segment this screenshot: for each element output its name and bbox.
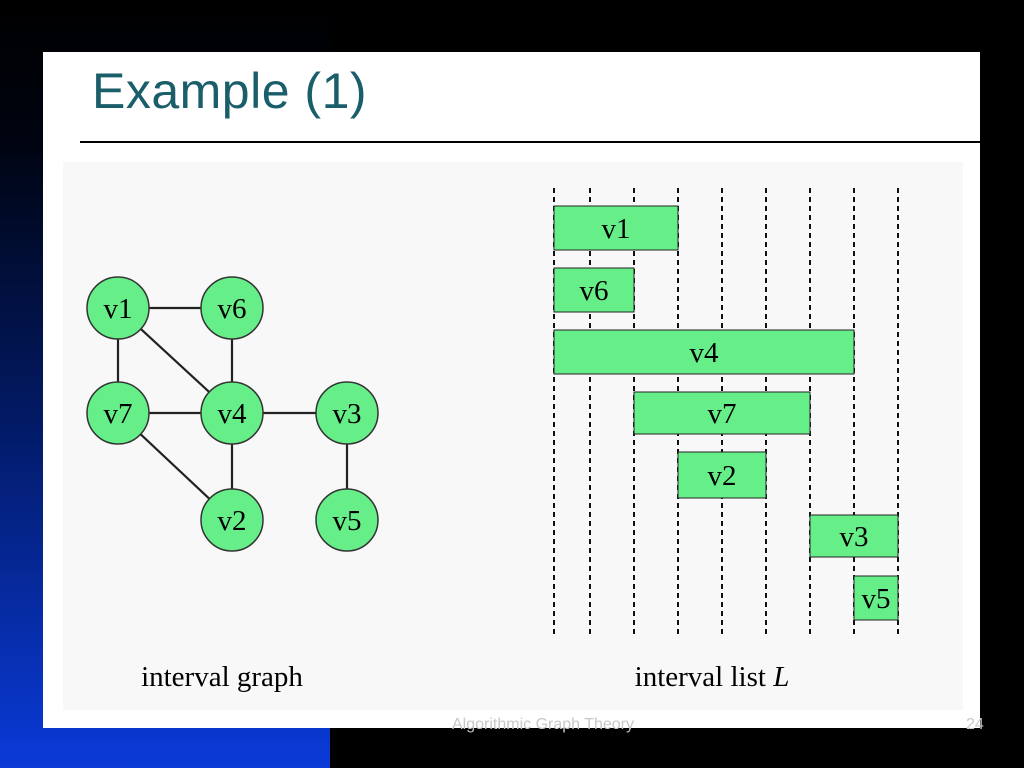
graph-node-v4: v4	[200, 381, 264, 445]
interval-v7: v7	[633, 391, 811, 435]
interval-graph: v1 v6 v7 v4 v3 v2 v5 interval graph	[86, 276, 379, 693]
graph-node-circle	[86, 276, 150, 340]
interval-list-caption-symbol: L	[772, 661, 789, 693]
interval-label: v4	[690, 337, 720, 369]
slide-title: Example (1)	[92, 63, 368, 119]
interval-bar	[553, 329, 855, 375]
graph-node-label: v5	[333, 505, 362, 537]
graph-node-v2: v2	[200, 488, 264, 552]
interval-v5: v5	[853, 575, 899, 621]
interval-bar	[853, 575, 899, 621]
title-divider	[80, 141, 980, 143]
interval-bar	[553, 205, 679, 251]
interval-v2: v2	[677, 451, 767, 499]
interval-label: v2	[708, 460, 737, 492]
graph-node-v5: v5	[315, 488, 379, 552]
interval-label: v5	[862, 583, 891, 615]
graph-node-label: v7	[104, 398, 133, 430]
interval-v6: v6	[553, 267, 635, 313]
interval-bar	[633, 391, 811, 435]
interval-v3: v3	[809, 514, 899, 558]
graph-node-label: v4	[218, 398, 248, 430]
graph-node-circle	[200, 381, 264, 445]
interval-bar	[809, 514, 899, 558]
graph-node-v1: v1	[86, 276, 150, 340]
interval-list-caption: interval list L	[635, 661, 790, 693]
graph-node-circle	[86, 381, 150, 445]
interval-label: v3	[840, 521, 869, 553]
interval-v1: v1	[553, 205, 679, 251]
graph-node-circle	[200, 276, 264, 340]
graph-node-v6: v6	[200, 276, 264, 340]
interval-bars: v1 v6 v4 v7 v2 v3 v5	[553, 205, 899, 621]
interval-bar	[677, 451, 767, 499]
graph-node-circle	[200, 488, 264, 552]
page-number: 24	[966, 716, 984, 733]
interval-v4: v4	[553, 329, 855, 375]
graph-node-label: v3	[333, 398, 362, 430]
interval-label: v6	[580, 275, 609, 307]
graph-node-v7: v7	[86, 381, 150, 445]
interval-graph-caption: interval graph	[141, 661, 303, 693]
graph-nodes: v1 v6 v7 v4 v3 v2 v5	[86, 276, 379, 552]
interval-label: v7	[708, 398, 737, 430]
graph-node-circle	[315, 488, 379, 552]
graph-node-label: v1	[104, 293, 133, 325]
graph-node-label: v6	[218, 293, 247, 325]
interval-bar	[553, 267, 635, 313]
interval-label: v1	[602, 213, 631, 245]
interval-list-caption-text: interval list	[635, 661, 774, 693]
graph-node-label: v2	[218, 505, 247, 537]
graph-node-v3: v3	[315, 381, 379, 445]
slide-footer: Algorithmic Graph Theory	[452, 716, 634, 733]
interval-list: v1 v6 v4 v7 v2 v3 v5 interval list L	[553, 188, 899, 693]
graph-node-circle	[315, 381, 379, 445]
